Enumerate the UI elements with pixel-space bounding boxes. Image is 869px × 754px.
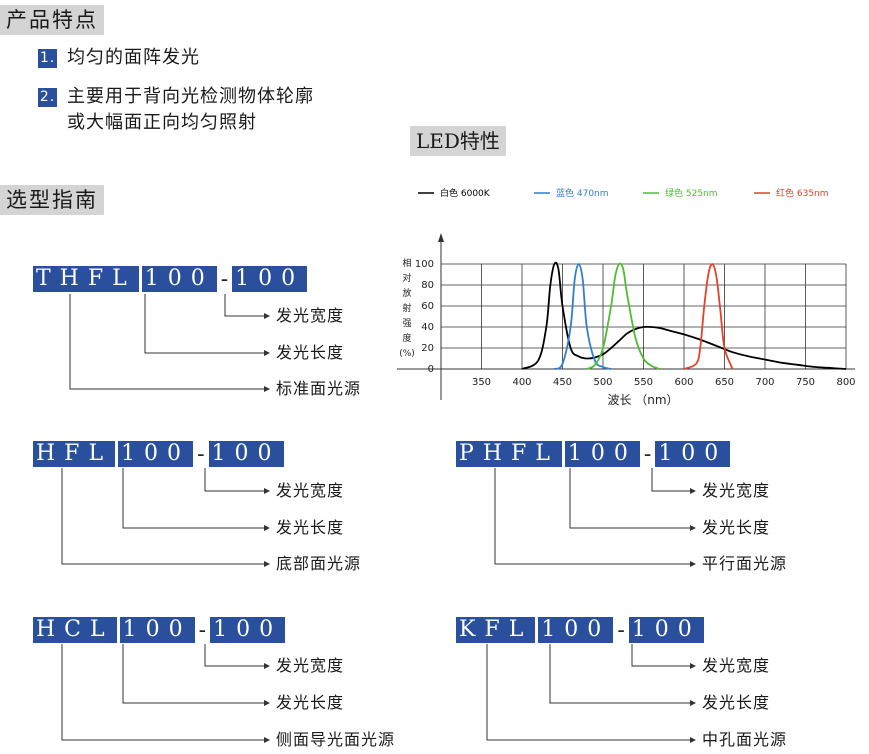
y-axis-label: 射: [402, 302, 411, 314]
model-code-hcl: HCL 100 - 100: [33, 617, 286, 643]
y-tick-label: 0: [428, 364, 434, 375]
x-tick-label: 450: [553, 377, 572, 388]
y-tick-label: 20: [421, 343, 434, 354]
label-width: 发光宽度: [702, 481, 771, 500]
selection-title: 选型指南: [0, 185, 104, 215]
features-title: 产品特点: [0, 5, 104, 35]
label-length: 发光长度: [702, 693, 771, 712]
model-code-phfl: PHFL 100 - 100: [456, 441, 731, 467]
code-length: 100: [119, 617, 195, 643]
label-width: 发光宽度: [276, 481, 345, 500]
y-tick-label: 40: [421, 322, 434, 333]
model-code-kfl: KFL 100 - 100: [456, 617, 704, 643]
code-width: 100: [655, 441, 731, 467]
code-prefix: KFL: [456, 617, 536, 643]
label-length: 发光长度: [276, 518, 345, 537]
feature-text: 均匀的面阵发光: [67, 47, 200, 68]
x-tick-label: 700: [755, 377, 774, 388]
code-dash: -: [197, 441, 205, 467]
label-width: 发光宽度: [276, 656, 345, 675]
model-code-hfl: HFL 100 - 100: [33, 441, 284, 467]
code-length: 100: [118, 441, 194, 467]
y-tick-label: 80: [421, 280, 434, 291]
x-tick-label: 750: [796, 377, 815, 388]
y-axis-label: 相: [402, 257, 411, 269]
label-width: 发光宽度: [276, 306, 345, 325]
code-length: 100: [564, 441, 640, 467]
model-code-thfl: THFL 100 - 100: [33, 266, 308, 292]
code-dash: -: [643, 441, 652, 467]
feature-item: 2. 主要用于背向光检测物体轮廓 或大幅面正向均匀照射: [38, 84, 314, 136]
code-prefix: HFL: [33, 441, 116, 467]
series-line: [683, 263, 734, 370]
series-line: [521, 261, 847, 370]
code-prefix: THFL: [33, 266, 139, 292]
series-line: [553, 263, 612, 370]
label-length: 发光长度: [276, 343, 345, 362]
code-width: 100: [232, 266, 308, 292]
x-tick-label: 800: [836, 377, 855, 388]
label-type: 侧面导光面光源: [276, 730, 396, 749]
x-tick-label: 400: [512, 377, 531, 388]
code-length: 100: [538, 617, 614, 643]
label-width: 发光宽度: [702, 656, 771, 675]
code-dash: -: [617, 617, 625, 643]
y-axis-label: (%): [399, 349, 415, 359]
led-title: LED特性: [410, 126, 506, 156]
x-tick-label: 550: [634, 377, 653, 388]
label-length: 发光长度: [276, 693, 345, 712]
legend-label: 红色 635nm: [776, 187, 829, 199]
y-axis-arrow: [438, 233, 444, 242]
label-type: 中孔面光源: [702, 730, 788, 749]
code-width: 100: [210, 617, 286, 643]
y-tick-label: 60: [421, 301, 434, 312]
x-tick-label: 600: [674, 377, 693, 388]
x-tick-label: 350: [472, 377, 491, 388]
feature-number: 1.: [38, 49, 57, 68]
label-length: 发光长度: [702, 518, 771, 537]
series-line: [586, 262, 661, 370]
y-axis-label: 度: [402, 332, 411, 344]
code-dash: -: [198, 617, 207, 643]
legend-label: 白色 6000K: [440, 187, 491, 199]
code-length: 100: [141, 266, 217, 292]
feature-text: 或大幅面正向均匀照射: [67, 112, 257, 133]
y-tick-label: 100: [415, 259, 434, 270]
legend-label: 蓝色 470nm: [556, 187, 609, 199]
x-tick-label: 500: [593, 377, 612, 388]
code-width: 100: [628, 617, 704, 643]
label-type: 底部面光源: [276, 554, 362, 573]
feature-number: 2.: [38, 88, 57, 107]
feature-text: 主要用于背向光检测物体轮廓: [67, 86, 314, 107]
feature-item: 1. 均匀的面阵发光: [38, 45, 200, 71]
x-axis-label: 波长 （nm）: [607, 393, 678, 407]
y-axis-label: 对: [402, 272, 411, 284]
code-prefix: PHFL: [456, 441, 562, 467]
y-axis-label: 强: [402, 318, 411, 329]
legend-label: 绿色 525nm: [665, 187, 718, 199]
label-type: 平行面光源: [702, 554, 788, 573]
label-type: 标准面光源: [276, 379, 362, 398]
code-width: 100: [208, 441, 284, 467]
x-tick-label: 650: [715, 377, 734, 388]
code-dash: -: [220, 266, 229, 292]
y-axis-label: 放: [402, 287, 411, 299]
code-prefix: HCL: [33, 617, 117, 643]
